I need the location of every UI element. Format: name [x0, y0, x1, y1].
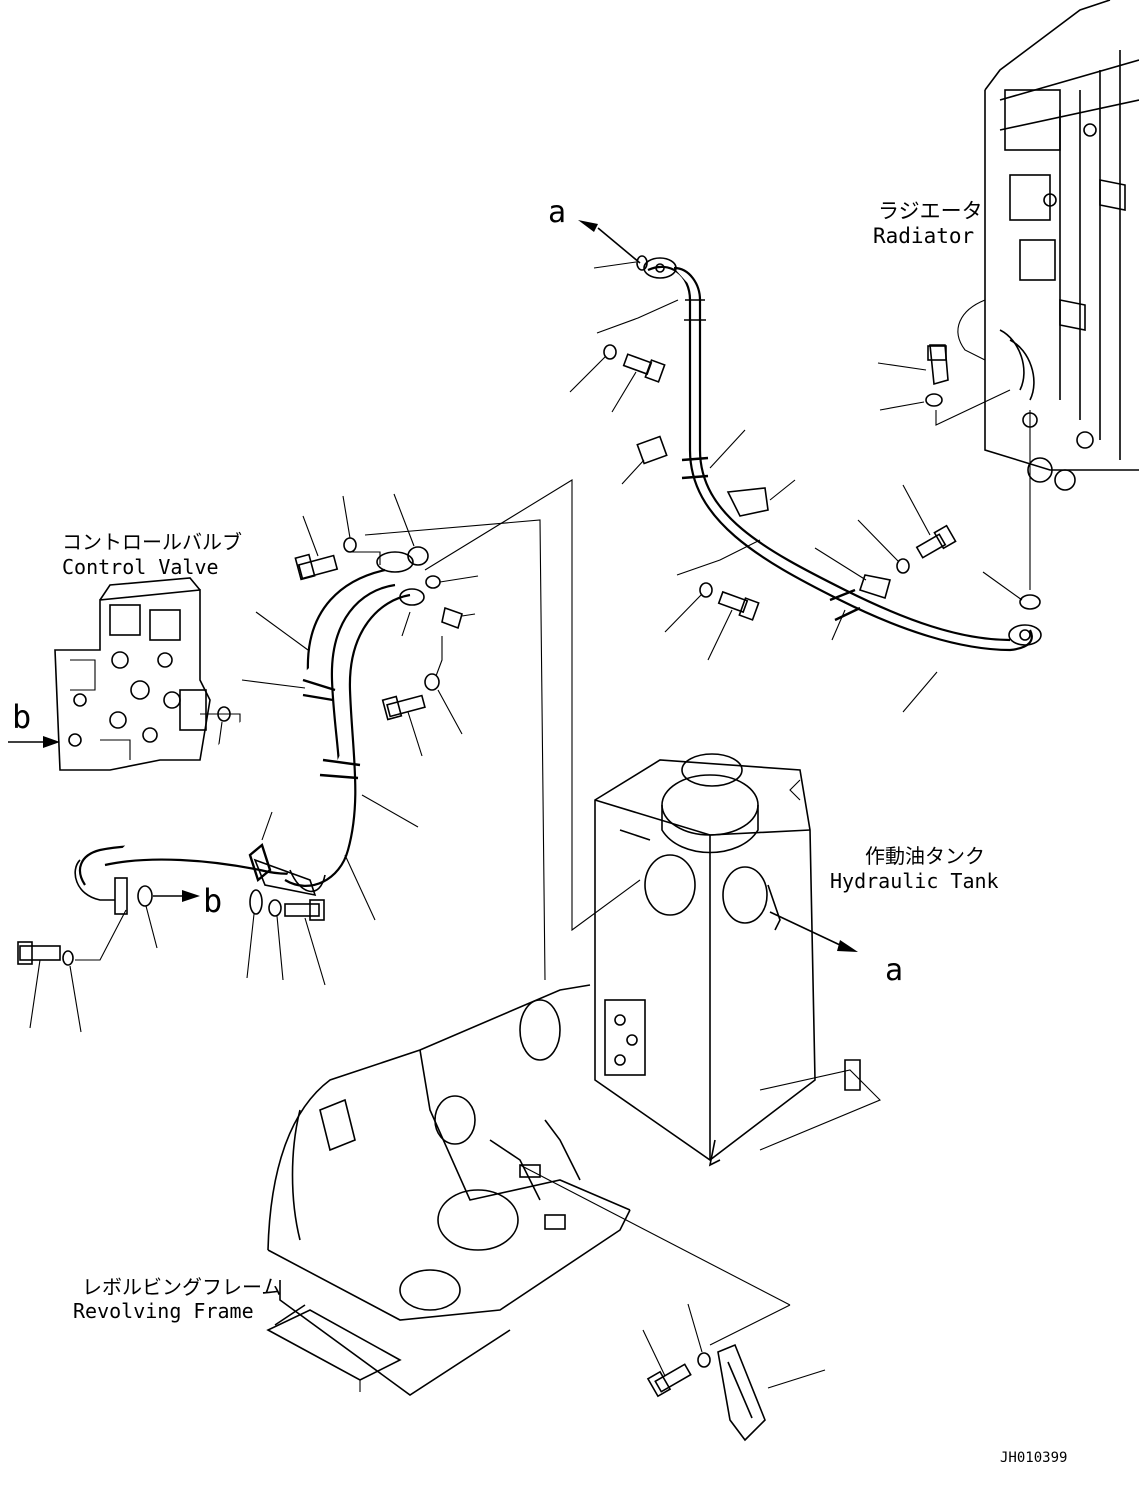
- radiator-drawing: [957, 0, 1139, 590]
- connection-marker-a-top: a: [548, 195, 566, 230]
- radiator-label-jp: ラジエータ: [878, 199, 983, 223]
- control-valve-label-jp: コントロールバルブ: [62, 530, 242, 554]
- o-ring-shape: [636, 255, 648, 271]
- connection-marker-a-tank: a: [885, 953, 903, 988]
- connection-marker-b-hose: b: [203, 882, 222, 920]
- hydraulic-tank-label-en: Hydraulic Tank: [830, 869, 999, 893]
- revolving-frame-drawing: [266, 984, 791, 1396]
- bottom-bracket: [717, 1343, 766, 1442]
- hydraulic-tank-drawing: [594, 753, 881, 1167]
- radiator-hose: [643, 257, 1042, 652]
- hydraulic-tank-label-jp: 作動油タンク: [865, 844, 985, 868]
- control-valve-label-en: Control Valve: [62, 555, 219, 579]
- control-valve-hoses: [74, 551, 425, 915]
- revolving-frame-label-en: Revolving Frame: [73, 1299, 254, 1323]
- connection-marker-b-valve: b: [12, 698, 31, 736]
- radiator-label-en: Radiator: [873, 224, 974, 248]
- drawing-number: JH010399: [1000, 1450, 1067, 1466]
- control-valve-drawing: [54, 577, 211, 771]
- arrow-line-a: [597, 227, 641, 264]
- revolving-frame-label-jp: レボルビングフレーム: [82, 1275, 281, 1299]
